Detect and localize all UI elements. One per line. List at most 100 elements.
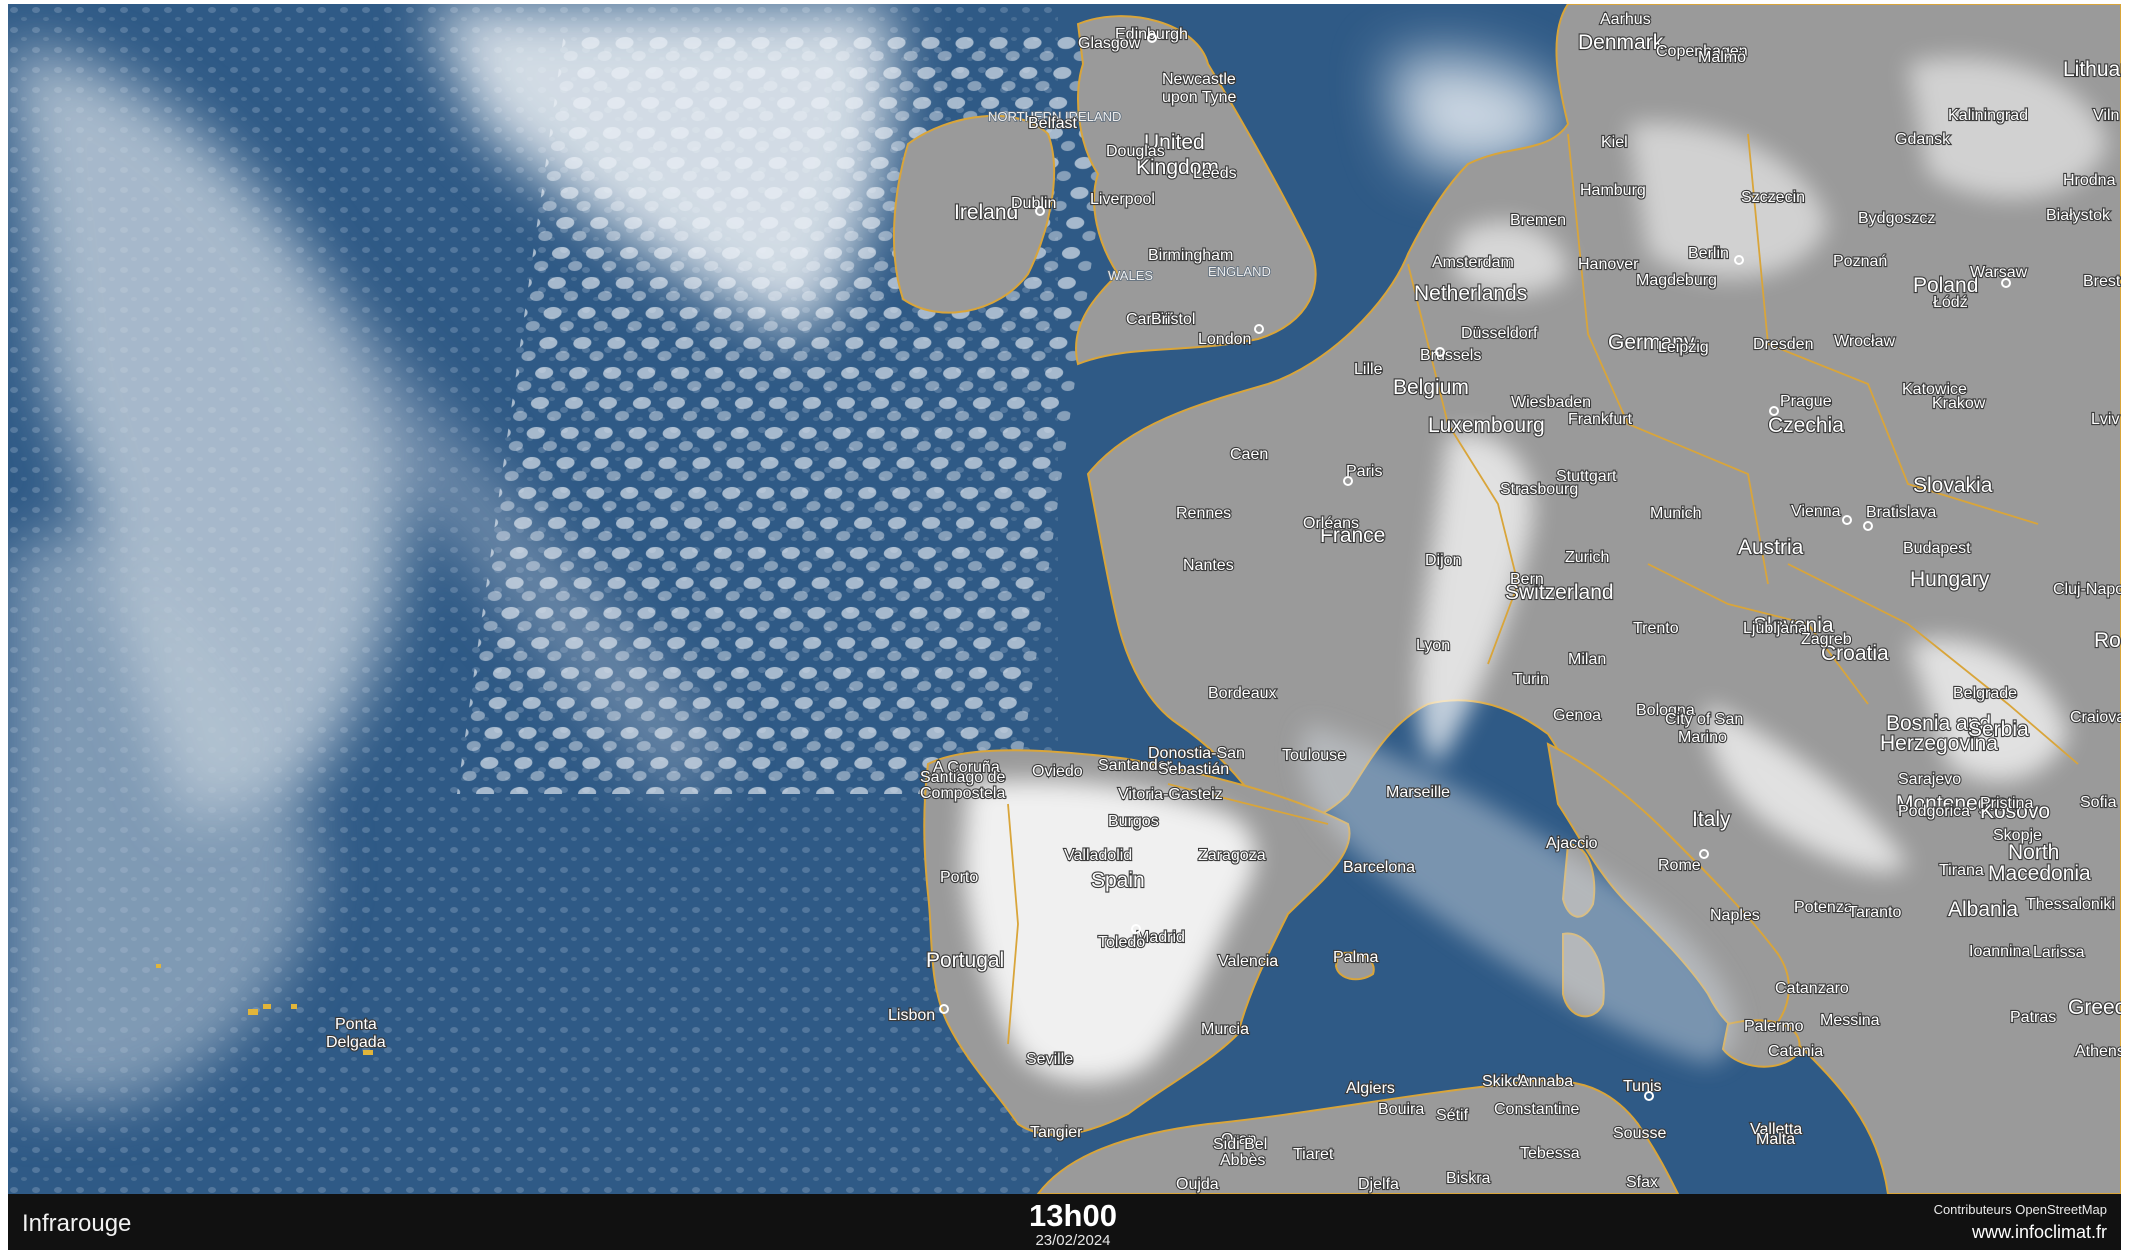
label-glasgow: Glasgow [1078,35,1141,52]
label-sfax: Sfax [1626,1174,1658,1191]
label-bouira: Bouira [1378,1101,1424,1118]
label-poland: Poland [1913,274,1978,297]
label-lisbon: Lisbon [888,1007,935,1024]
label-ajaccio: Ajaccio [1546,835,1598,852]
label-bosnia-2: Herzegovina [1880,732,1998,755]
label-sarajevo: Sarajevo [1898,771,1961,788]
label-cluj: Cluj-Napoca [2053,581,2121,598]
label-dresden: Dresden [1753,336,1813,353]
label-bologna: Bologna [1636,702,1695,719]
label-france: France [1320,524,1385,547]
label-germany: Germany [1608,331,1695,354]
label-stuttgart: Stuttgart [1556,468,1617,485]
label-hrodna: Hrodna [2063,172,2116,189]
label-katowice: Katowice [1902,381,1967,398]
label-strasbourg: Strasbourg [1500,481,1578,498]
label-prague: Prague [1780,393,1832,410]
label-douglas: Douglas [1106,143,1165,160]
label-lyon: Lyon [1416,637,1450,654]
label-toledo: Toledo [1098,934,1145,951]
label-amsterdam: Amsterdam [1432,254,1514,271]
label-leeds: Leeds [1193,165,1237,182]
label-birmingham: Birmingham [1148,247,1233,264]
country-borders [1007,133,2079,1045]
label-sousse: Sousse [1613,1125,1666,1142]
label-tiaret: Tiaret [1293,1146,1334,1163]
label-hungary: Hungary [1910,568,1990,591]
layer-name[interactable]: Infrarouge [22,1210,132,1237]
label-zurich: Zurich [1565,549,1609,566]
label-wiesbaden: Wiesbaden [1511,394,1591,411]
label-dijon: Dijon [1425,552,1461,569]
label-genoa: Genoa [1553,707,1601,724]
label-santiago-1: Santiago de [920,769,1006,786]
label-italy: Italy [1692,808,1731,831]
osm-credit[interactable]: Contributeurs OpenStreetMap [1933,1202,2107,1217]
label-newcastle-2: upon Tyne [1162,89,1237,106]
label-belgrade: Belgrade [1953,685,2017,702]
label-bratislava: Bratislava [1866,504,1936,521]
label-oviedo: Oviedo [1032,763,1083,780]
label-abbes: Abbès [1220,1152,1265,1169]
bottom-bar: Infrarouge 13h00 23/02/2024 Contributeur… [8,1194,2121,1250]
label-patras: Patras [2010,1009,2056,1026]
label-trento: Trento [1633,620,1679,637]
label-bydgoszcz: Bydgoszcz [1858,210,1935,227]
label-turin: Turin [1513,671,1549,688]
site-credit[interactable]: www.infoclimat.fr [1971,1222,2107,1242]
label-copenhagen: Copenhagen [1656,43,1748,60]
label-burgos: Burgos [1108,813,1159,830]
label-tangier: Tangier [1030,1124,1083,1141]
city-markers [939,33,2011,1101]
label-northern-ireland: NORTHERN IRELAND [988,109,1121,124]
city-labels: Aarhus Copenhagen Malmö Kaliningrad Viln… [325,10,2121,1194]
label-brussels: Brussels [1420,347,1481,364]
label-orleans: Orléans [1303,515,1359,532]
label-santander: Santander [1098,757,1173,774]
label-marseille: Marseille [1386,784,1450,801]
label-bern: Bern [1510,571,1544,588]
land-clouds [963,57,2108,1083]
label-lodz: Łódź [1933,294,1968,311]
label-krakow: Krakow [1932,395,1986,412]
label-donostia-1: Donostia-San [1148,745,1245,762]
label-seville: Seville [1026,1051,1073,1068]
label-valencia: Valencia [1218,953,1278,970]
time-display: 13h00 [1029,1198,1117,1233]
label-athens: Athens [2075,1043,2121,1060]
label-slovakia: Slovakia [1913,474,1993,497]
label-malmo: Malmö [1698,49,1746,66]
label-caen: Caen [1230,446,1268,463]
label-uk-2: Kingdom [1136,156,1219,179]
label-rome: Rome [1658,857,1701,874]
label-aarhus: Aarhus [1600,11,1651,28]
label-kosovo: Kosovo [1980,800,2050,823]
label-frankfurt: Frankfurt [1568,411,1633,428]
label-romania: Ro [2094,629,2121,652]
label-madrid: Madrid [1136,929,1185,946]
label-oujda: Oujda [1176,1176,1219,1193]
label-newcastle-1: Newcastle [1162,71,1236,88]
label-cardiff: Cardiff [1126,311,1173,328]
label-potenza: Potenza [1794,899,1853,916]
label-greece: Greec [2068,996,2121,1019]
label-san-marino-1: City of San [1665,711,1743,728]
label-palermo: Palermo [1744,1018,1804,1035]
label-tirana: Tirana [1939,862,1984,879]
label-uk-1: United [1144,131,1205,154]
label-tebessa: Tebessa [1520,1145,1580,1162]
label-biskra: Biskra [1446,1170,1491,1187]
label-porto: Porto [940,869,978,886]
label-poznan: Poznań [1833,253,1887,270]
label-lille: Lille [1354,361,1383,378]
satellite-map[interactable]: Denmark United Kingdom Ireland NORTHERN … [8,4,2121,1194]
label-milan: Milan [1568,651,1606,668]
map-viewport[interactable]: Denmark United Kingdom Ireland NORTHERN … [8,4,2121,1250]
label-naples: Naples [1710,907,1760,924]
label-brest: Brest [2083,273,2121,290]
label-denmark: Denmark [1578,31,1664,54]
label-valletta-2: Malta [1756,1131,1795,1148]
label-leipzig: Leipzig [1658,339,1709,356]
label-skopje: Skopje [1993,827,2042,844]
label-taranto: Taranto [1848,904,1901,921]
